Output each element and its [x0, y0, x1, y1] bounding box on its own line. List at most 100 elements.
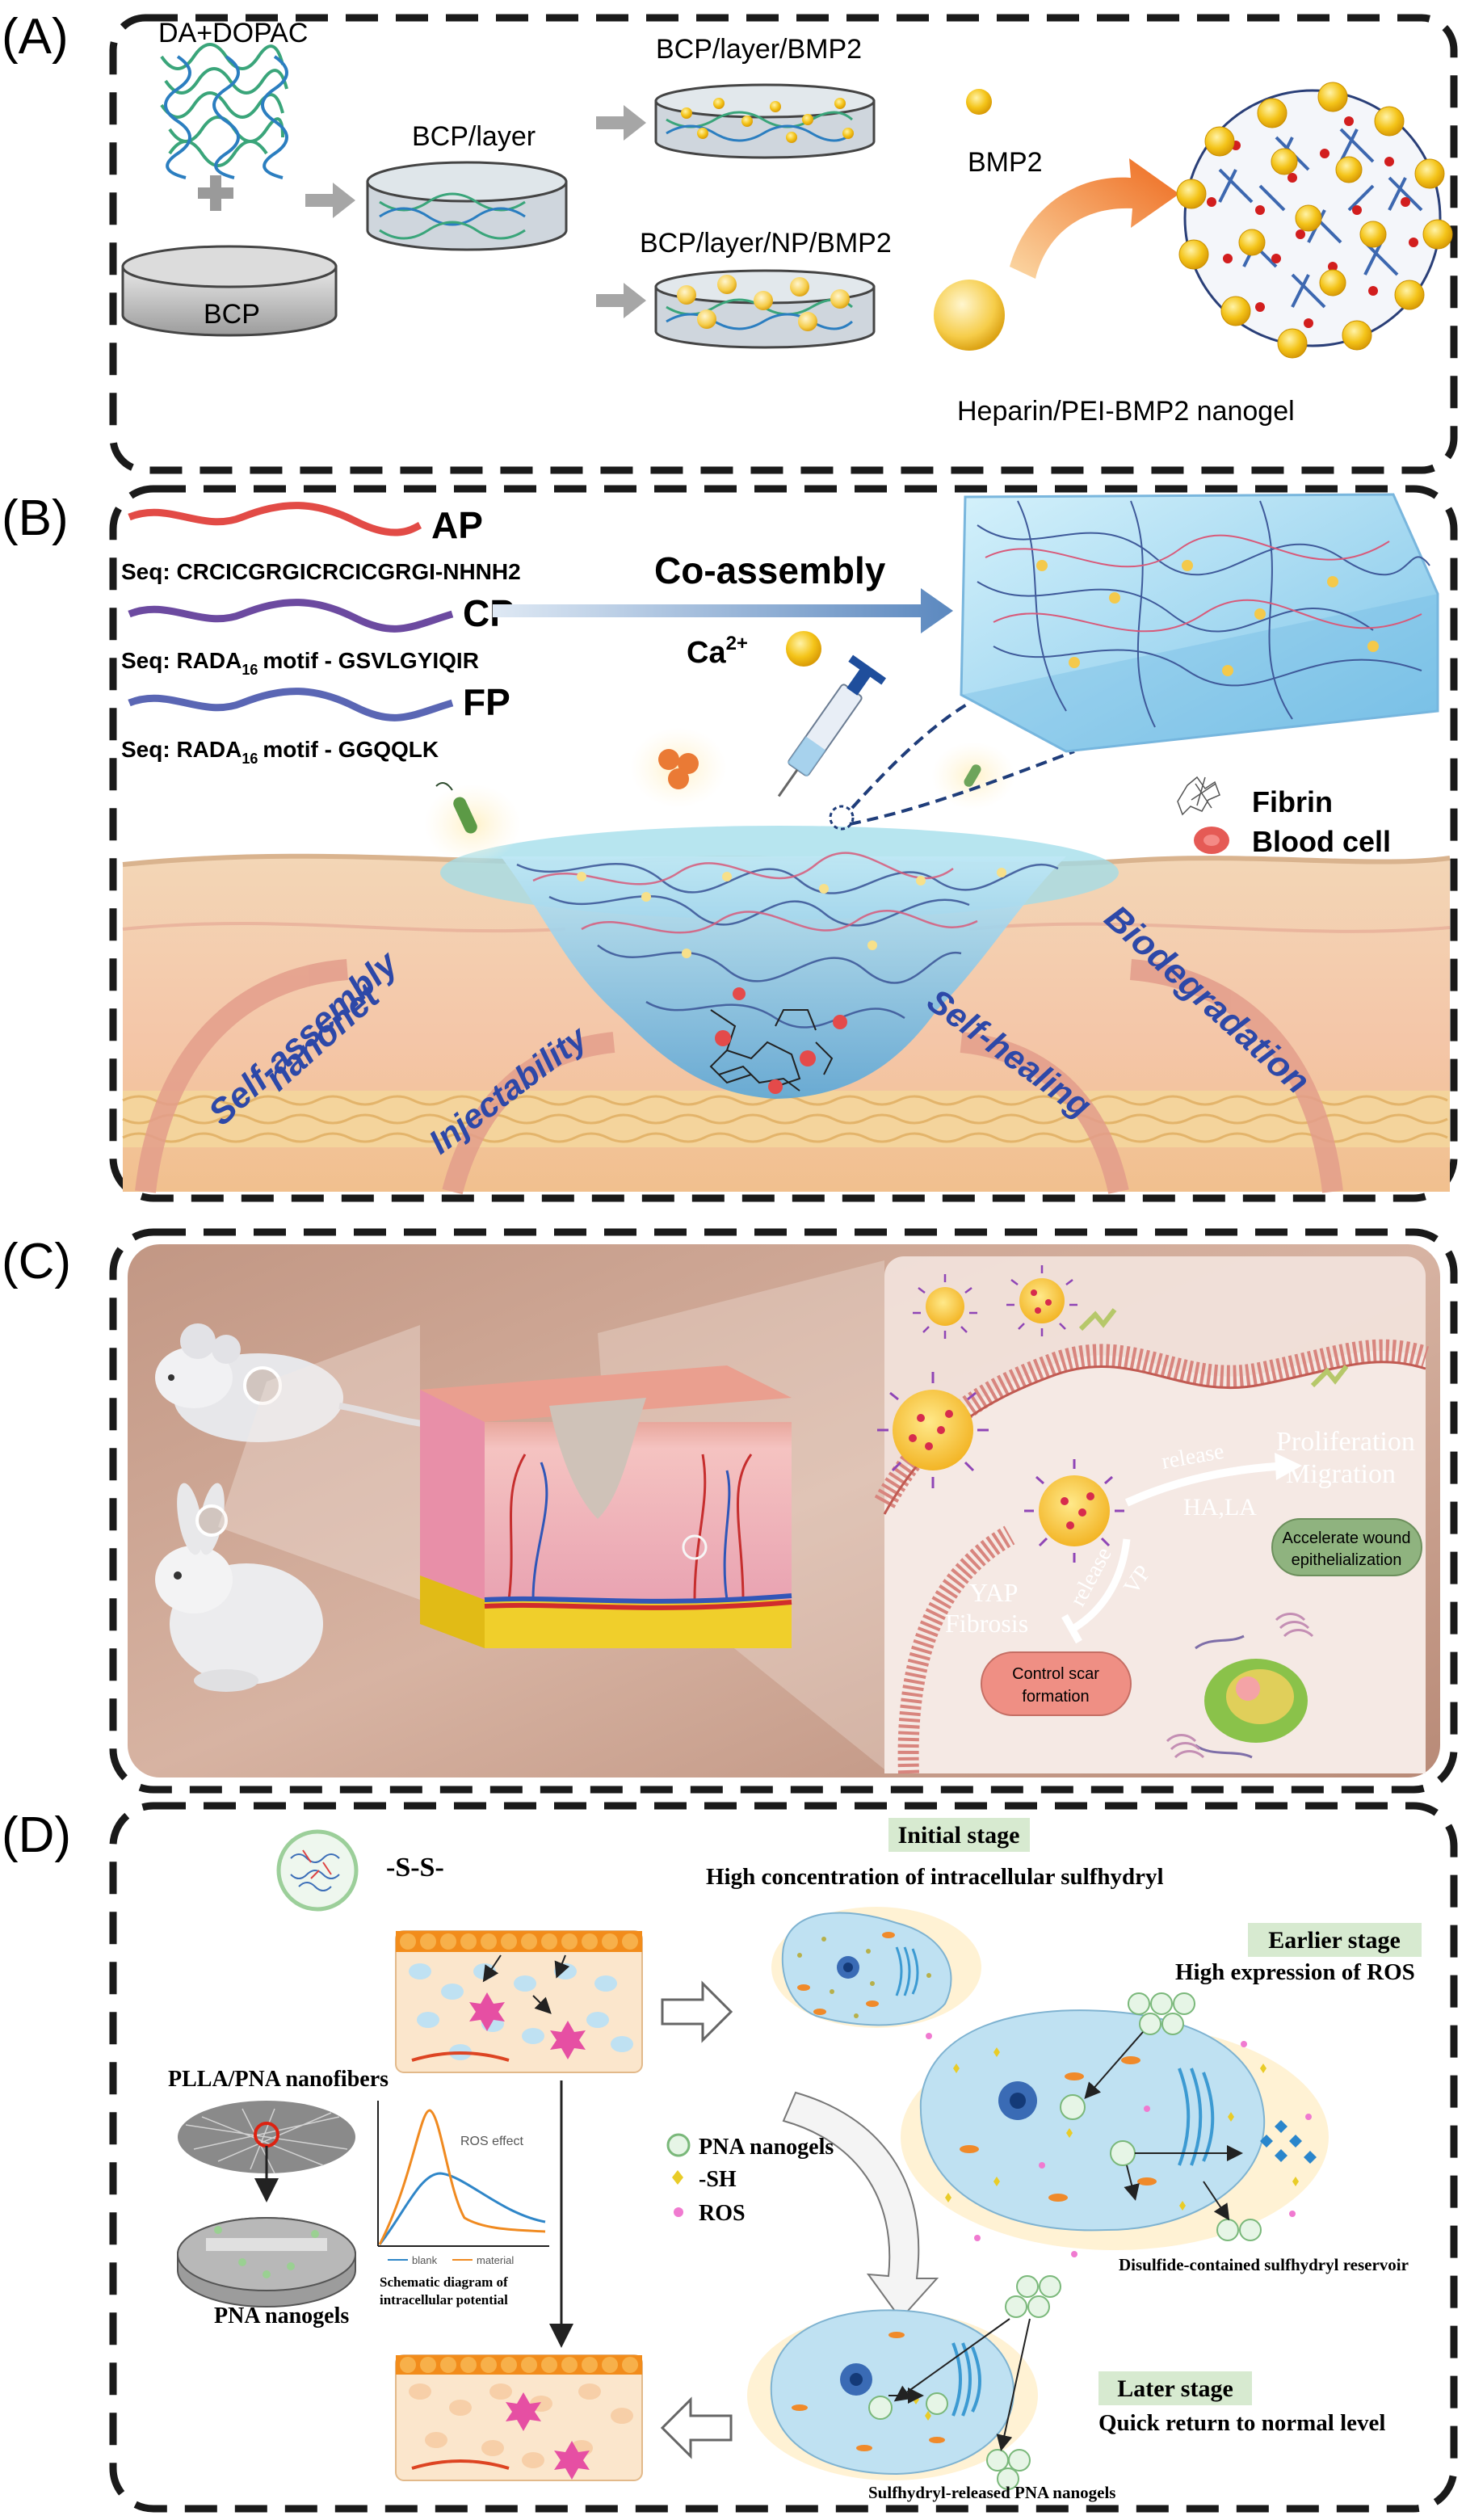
hydrogel-block: [960, 493, 1439, 753]
panel-a-frame: [109, 14, 1458, 474]
bmp2-dot: [966, 89, 992, 115]
ros-icon: [674, 2207, 683, 2217]
panel-b-tag: (B): [2, 490, 69, 546]
label-reservoir: Disulfide-contained sulfhydryl reservoir: [1119, 2255, 1409, 2274]
cell-initial: [771, 1907, 981, 2028]
label-control-2: formation: [1022, 1688, 1089, 1706]
panel-d-frame: [109, 1802, 1458, 2513]
label-pna-nanogels-disc: PNA nanogels: [214, 2303, 349, 2329]
label-earlier-desc: High expression of ROS: [1175, 1959, 1415, 1985]
label-bcp-layer: BCP/layer: [412, 121, 536, 152]
label-ros-effect: ROS effect: [460, 2135, 524, 2148]
label-plla: PLLA/PNA nanofibers: [168, 2067, 389, 2092]
curve-blank: [378, 2172, 546, 2245]
syringe-icon: [777, 654, 887, 797]
plus-icon: [198, 175, 233, 211]
label-schematic-2: intracellular potential: [380, 2292, 508, 2308]
label-fp: FP: [463, 681, 510, 723]
panel-b-frame: [109, 485, 1458, 1202]
calcium-ball: [786, 631, 821, 667]
syringe-tip-circle: [829, 805, 855, 831]
label-da-dopac: DA+DOPAC: [158, 18, 308, 48]
label-ha-la: HA,LA: [1183, 1494, 1257, 1521]
er-icon: [1166, 1613, 1314, 1759]
label-initial-stage: Initial stage: [898, 1822, 1020, 1849]
orange-curved-arrow: [1010, 158, 1179, 279]
mouse-icon: [155, 1323, 453, 1442]
panel-a: (A) DA+DOPAC BCP BCP/layer: [2, 9, 1458, 474]
label-schematic-1: Schematic diagram of: [380, 2274, 508, 2290]
nanogel-disc: [177, 2217, 356, 2308]
control-scar-box: [981, 1651, 1132, 1716]
later-stage-box: [1098, 2371, 1252, 2405]
label-bmp2: BMP2: [968, 147, 1043, 178]
nanoparticles: [877, 1265, 1349, 1563]
legend-blank: blank: [412, 2254, 438, 2266]
nanoparticle-ball: [934, 280, 1005, 351]
label-seq-ap: Seq: CRCICGRGICRCICGRGI-NHNH2: [121, 559, 521, 584]
nanogel-sphere: [1176, 82, 1453, 359]
label-fibrosis: Fibrosis: [945, 1609, 1028, 1638]
arrow-to-bmp2-disc: [596, 105, 646, 141]
label-blood-cell: Blood cell: [1252, 825, 1391, 858]
label-ap: AP: [431, 504, 483, 546]
label-bcp-layer-bmp2: BCP/layer/BMP2: [656, 34, 862, 65]
label-migration: Migration: [1286, 1459, 1396, 1489]
label-bcp-layer-np-bmp2: BCP/layer/NP/BMP2: [640, 228, 892, 259]
label-control-1: Control scar: [1012, 1665, 1099, 1683]
nanofiber-disc: [178, 2101, 355, 2174]
arrow-to-bcp-layer: [305, 183, 355, 218]
label-coassembly: Co-assembly: [654, 549, 886, 591]
legend-d: PNA nanogels -SH ROS: [666, 2133, 834, 2226]
earlier-stage-box: [1248, 1923, 1422, 1957]
blood-cell-center: [1203, 835, 1220, 846]
bcp-disc: [121, 245, 338, 337]
panel-c-frame: [109, 1228, 1458, 1794]
pna-nanogel-bubble: [276, 1829, 359, 1912]
label-bcp: BCP: [204, 299, 260, 330]
hydrogel-wound: [440, 826, 1119, 1099]
initial-stage-box: [888, 1818, 1030, 1852]
panel-d: (D) -S-S- PLLA/PNA nanofibers: [2, 1802, 1458, 2513]
label-nanogel: Heparin/PEI-BMP2 nanogel: [957, 396, 1295, 427]
peptide-cp-wave: [128, 599, 454, 633]
panel-c: (C): [2, 1228, 1458, 1794]
peptide-fp-wave: [128, 688, 454, 722]
fibrin-icon: [1177, 776, 1220, 816]
bacteria-icons: [424, 727, 1015, 865]
sh-icon: [672, 2170, 683, 2185]
curve-material: [378, 2109, 546, 2245]
panel-a-tag: (A): [2, 9, 69, 65]
release-arrow-up-head: [1275, 1453, 1302, 1480]
release-arrow-down: [1072, 1538, 1131, 1631]
zoom-dashed-line-1: [851, 701, 971, 810]
label-later-desc: Quick return to normal level: [1098, 2410, 1385, 2436]
label-later-stage: Later stage: [1117, 2375, 1233, 2402]
legend-material: material: [477, 2254, 514, 2266]
pna-nanogel-icon: [666, 2133, 691, 2157]
fiber-mesh: [160, 43, 288, 179]
tissue-box-top: [395, 1930, 643, 2073]
legend-pna-nanogels: PNA nanogels: [699, 2135, 834, 2160]
curved-hollow-arrow: [782, 2091, 939, 2320]
label-released: Sulfhydryl-released PNA nanogels: [868, 2483, 1115, 2502]
label-accelerate-2: epithelialization: [1292, 1551, 1402, 1569]
hollow-arrow-left: [660, 2396, 733, 2459]
skin-block: [420, 1365, 792, 1648]
panel-c-tag: (C): [2, 1234, 71, 1289]
cell-later: [747, 2275, 1061, 2490]
legend-ros: ROS: [699, 2201, 746, 2226]
coassembly-arrow: [493, 588, 953, 633]
label-yap: YAP: [969, 1578, 1018, 1607]
tissue-box-bottom: [395, 2354, 643, 2481]
release-arrow-up: [1124, 1462, 1277, 1507]
cell-earlier: [901, 1992, 1329, 2257]
label-initial-desc: High concentration of intracellular sulf…: [706, 1864, 1164, 1890]
panel-d-tag: (D): [2, 1807, 71, 1863]
hollow-arrow-right: [661, 1980, 733, 2043]
bcp-layer-bmp2-disc: [654, 83, 876, 159]
label-proliferation: Proliferation: [1276, 1427, 1415, 1457]
ros-mini-plot: ROS effect blank material Schematic diag…: [377, 2101, 549, 2308]
